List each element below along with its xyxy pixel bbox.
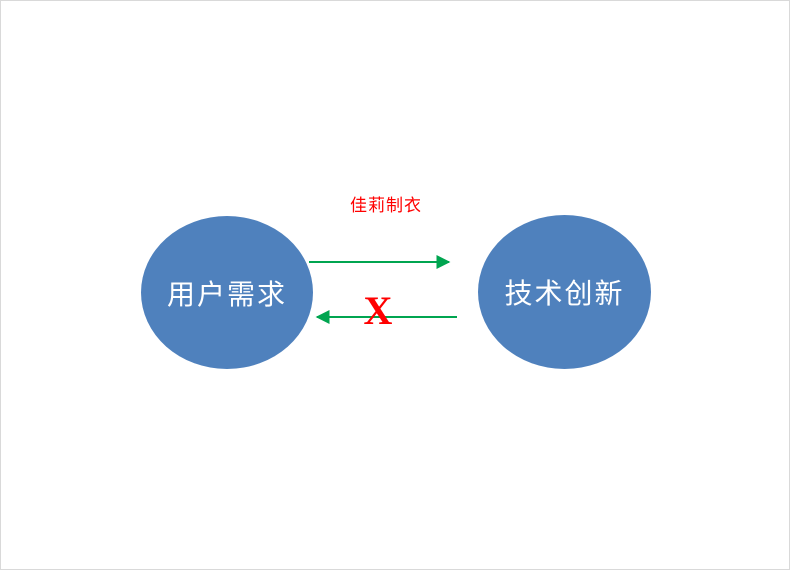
right-circle-label: 技术创新 xyxy=(504,278,625,309)
right-circle-tech-innovation: 技术创新 xyxy=(478,215,651,369)
cross-x-icon: X xyxy=(363,288,393,333)
left-circle-user-needs: 用户需求 xyxy=(141,216,313,369)
diagram-title: 佳莉制衣 xyxy=(350,196,422,215)
left-circle-label: 用户需求 xyxy=(166,278,287,310)
